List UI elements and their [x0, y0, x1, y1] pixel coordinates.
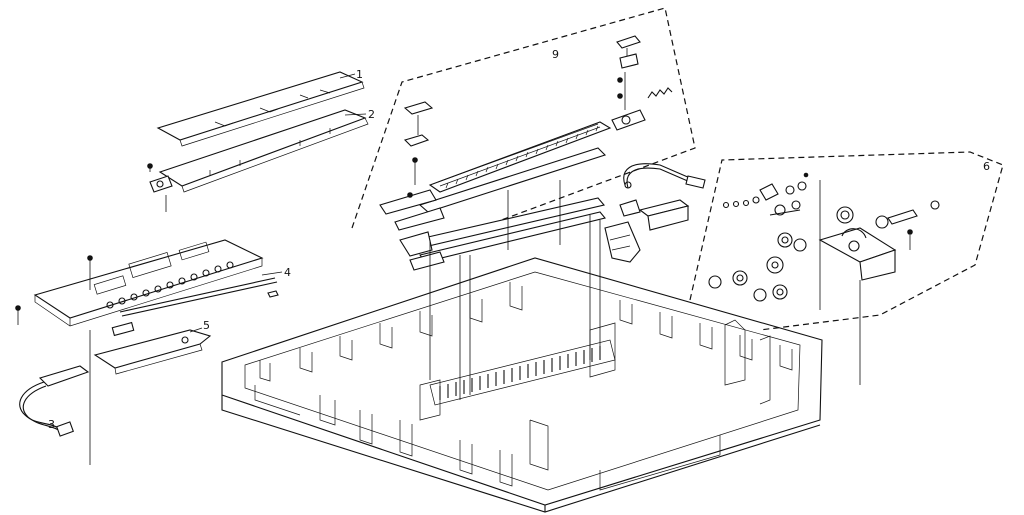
lever-and-wire [604, 163, 706, 263]
assembly-9-boundary [351, 7, 696, 229]
callouts: 1 2 9 6 4 5 3 [48, 48, 990, 431]
callout-6: 6 [983, 160, 990, 173]
part-4-control-panel [15, 239, 283, 327]
chassis-comb [419, 322, 616, 421]
chassis-ribs [254, 282, 793, 491]
panel-buttons [106, 261, 234, 309]
callout-3: 3 [48, 418, 55, 431]
callout-5: 5 [203, 319, 210, 332]
callout-2: 2 [368, 108, 375, 121]
part-5-bracket [93, 321, 212, 375]
assembly-6-boundary [689, 151, 1004, 331]
callout-1: 1 [356, 68, 363, 81]
assembly-9-carriage [379, 35, 673, 400]
assembly-6-gears [708, 172, 940, 385]
part-1-cover-plate [156, 71, 365, 147]
base-chassis [221, 257, 823, 513]
part-2-lower-plate [147, 109, 369, 212]
callout-4: 4 [284, 266, 291, 279]
callout-9: 9 [552, 48, 559, 61]
part-3-cable [19, 330, 91, 465]
